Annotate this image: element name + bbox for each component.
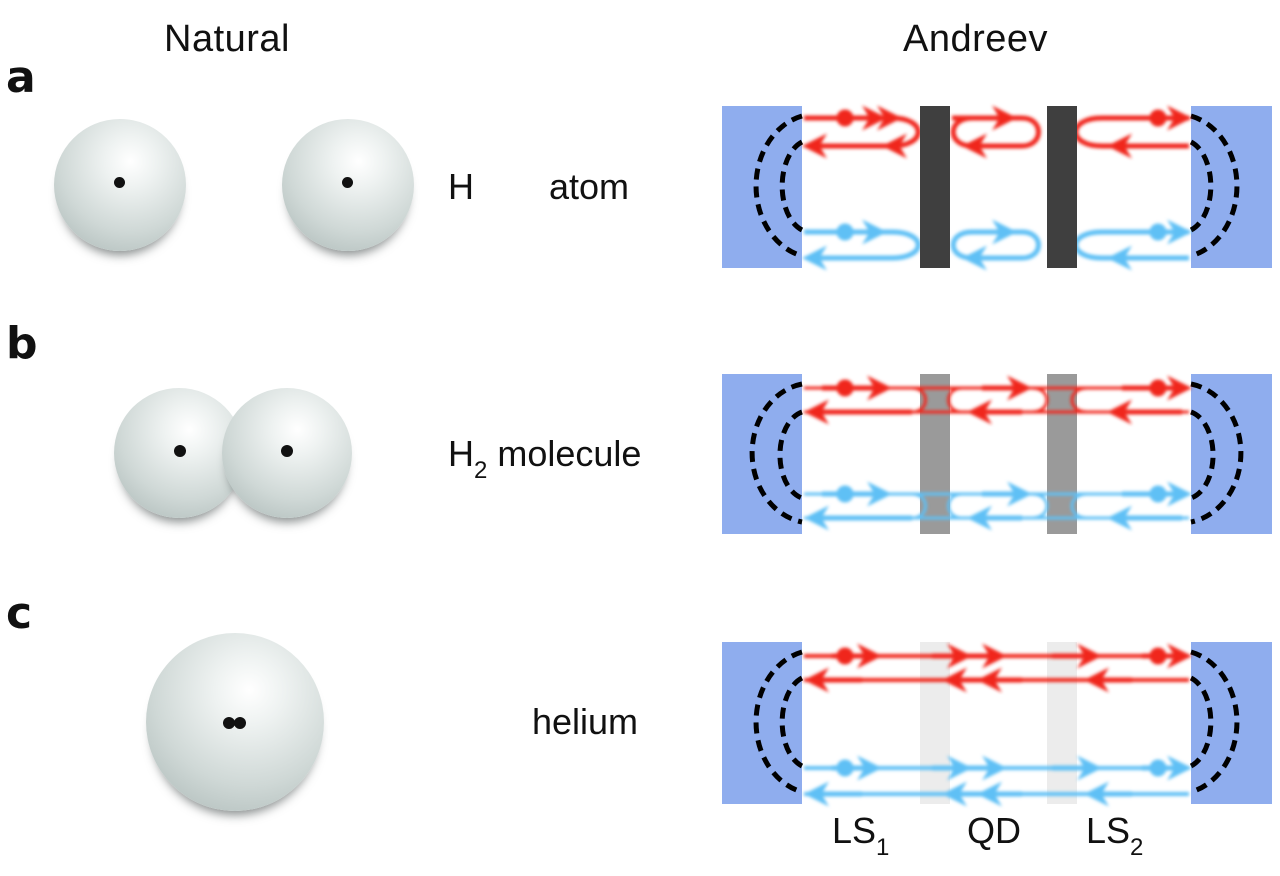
- panel-letter-a: a: [6, 52, 36, 103]
- panel-letter-b: b: [6, 318, 38, 369]
- hydrogen-atom-sphere-right: [282, 119, 414, 251]
- panel-a-andreev-diagram: [722, 105, 1272, 271]
- dashed-arcs-left: [753, 113, 804, 259]
- label-ls1-subscript: 1: [876, 834, 890, 861]
- label-ls2-subscript: 2: [1130, 834, 1144, 861]
- superconductor-right: [1191, 374, 1272, 534]
- label-helium: helium: [532, 701, 639, 742]
- dashed-arcs-left: [753, 649, 804, 795]
- label-ls2-main: LS: [1086, 810, 1131, 851]
- label-ls1: LS1: [832, 810, 889, 862]
- natural-column-title: Natural: [164, 18, 290, 60]
- electron-paths: [804, 375, 1192, 425]
- dashed-arcs-right: [1190, 381, 1244, 525]
- nucleus-dot: [342, 177, 353, 188]
- hole-paths: [802, 219, 1192, 271]
- panel-c-andreev-diagram: [722, 642, 1272, 807]
- tunnel-barrier-left: [920, 106, 950, 268]
- superconductor-left: [722, 374, 802, 534]
- label-atom: atom: [549, 166, 630, 207]
- tunnel-barrier-right: [1047, 642, 1077, 804]
- h2-sphere-right: [222, 388, 352, 518]
- label-ls2: LS2: [1086, 810, 1143, 862]
- electron-paths: [804, 643, 1192, 693]
- label-ls1-main: LS: [832, 810, 877, 851]
- nucleus-dot-2: [234, 717, 246, 729]
- superconductor-right: [1191, 642, 1272, 804]
- hole-paths: [804, 755, 1192, 807]
- panel-b-andreev-diagram: [722, 374, 1272, 534]
- nucleus-dot: [114, 177, 125, 188]
- label-h: H: [448, 166, 474, 207]
- tunnel-barrier-left: [920, 642, 950, 804]
- panel-letter-c: c: [6, 588, 33, 639]
- dashed-arcs-right: [1189, 113, 1240, 259]
- superconductor-right: [1191, 106, 1272, 268]
- dashed-arcs-left: [749, 381, 803, 525]
- helium-sphere: [146, 633, 324, 811]
- tunnel-barrier-right: [1047, 106, 1077, 268]
- hole-paths: [804, 481, 1192, 531]
- superconductor-left: [722, 642, 802, 804]
- superconductor-left: [722, 106, 802, 268]
- label-h2-main: H: [448, 433, 474, 474]
- dashed-arcs-right: [1189, 649, 1240, 795]
- label-qd: QD: [967, 810, 1021, 851]
- label-h2-molecule: H2 molecule: [448, 433, 641, 485]
- andreev-column-title: Andreev: [903, 18, 1049, 60]
- nucleus-dot: [174, 445, 186, 457]
- hydrogen-atom-sphere-left: [54, 119, 186, 251]
- label-h2-subscript: 2: [474, 457, 488, 484]
- electron-paths: [802, 105, 1192, 159]
- nucleus-dot: [281, 445, 293, 457]
- label-molecule: molecule: [497, 433, 642, 474]
- nucleus-dot-1: [223, 717, 235, 729]
